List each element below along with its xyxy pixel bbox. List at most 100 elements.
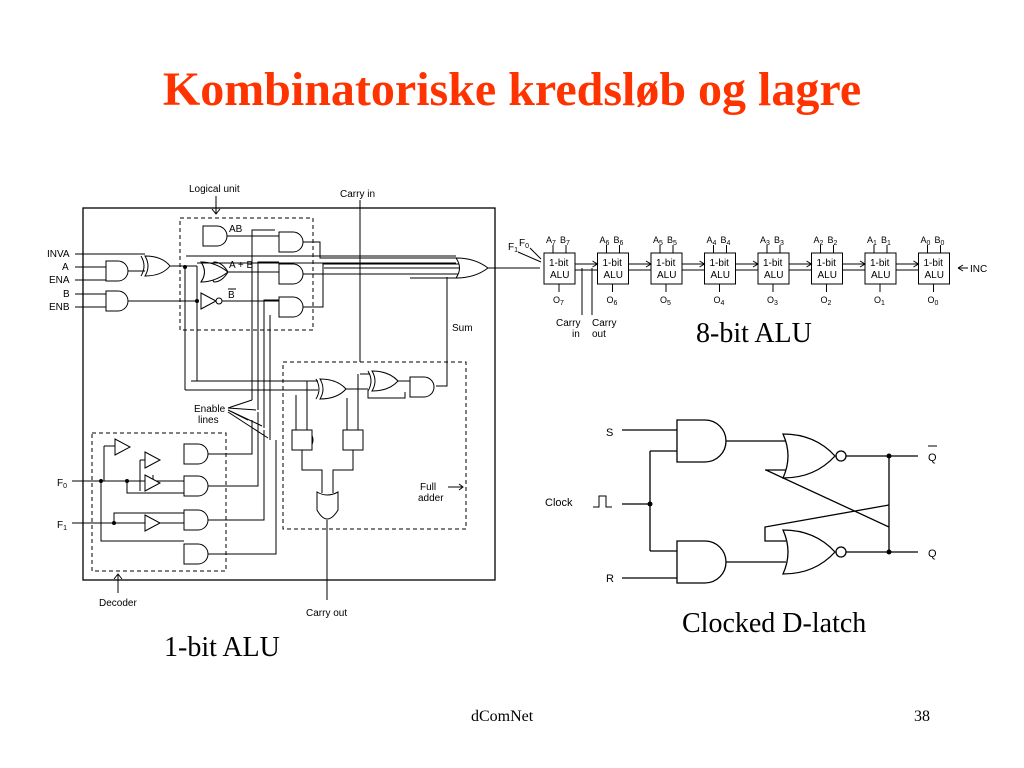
- d-latch-caption: Clocked D-latch: [682, 608, 866, 639]
- output-or-gate: [455, 257, 489, 279]
- alu8-cell-wires: [820, 245, 834, 292]
- logical-unit-arrow: [211, 196, 221, 215]
- alu8-carry-out-1: Carry: [592, 318, 616, 329]
- alu8-a-label: A3: [760, 235, 770, 247]
- lu-to-and-wires: [222, 235, 279, 302]
- alu8-carry-arrow: [699, 260, 706, 268]
- alu8-a-label: A6: [600, 235, 610, 247]
- decoder-f0: F0: [57, 478, 67, 490]
- enable-wires: [251, 229, 279, 440]
- alu8-carry-link: [628, 263, 651, 271]
- alu8-b-label: B0: [935, 235, 945, 247]
- decoder-junction-1: [99, 479, 103, 483]
- sum-wire: [436, 277, 448, 387]
- alu8-b-label: B5: [667, 235, 677, 247]
- full-adder-label-2: adder: [418, 493, 444, 504]
- decoder-and-4: [183, 543, 209, 565]
- alu8-b-label: B7: [560, 235, 570, 247]
- alu8-cell-label-1: 1-bit: [656, 258, 676, 269]
- alu8-b-label: B3: [774, 235, 784, 247]
- alu8-cell-label-2: ALU: [550, 270, 569, 281]
- alu8-cell-0: [918, 252, 950, 285]
- alu8-a-label: A4: [707, 235, 717, 247]
- carry-in-out-wires: [581, 268, 593, 315]
- page-number: 38: [914, 708, 930, 725]
- input-inva: INVA: [47, 249, 70, 260]
- nor-bottom-bubble: [835, 546, 847, 558]
- latch-r: R: [606, 573, 614, 585]
- alu8-carry-arrow: [592, 260, 599, 268]
- alu8-cell-6: [597, 252, 629, 285]
- alu8-o-label: O4: [714, 295, 725, 307]
- and-gate-b-enb: [105, 290, 129, 312]
- alu8-a-label: A2: [814, 235, 824, 247]
- enable-lines-label-2: lines: [198, 415, 219, 426]
- alu8-cell-wires: [766, 245, 781, 292]
- or-gate-carry: [316, 491, 339, 520]
- alu8-cell-wires: [927, 245, 941, 292]
- alu8-cell-wires: [713, 245, 727, 292]
- and-gate-a-ena: [105, 260, 129, 282]
- alu8-cell-label-1: 1-bit: [924, 258, 944, 269]
- enable-and-gate-2: [278, 263, 304, 285]
- alu8-carry-arrow: [645, 260, 652, 268]
- carry-wires: [295, 374, 359, 600]
- alu8-o-label: O1: [874, 295, 885, 307]
- alu8-cell-2: [811, 252, 843, 285]
- alu8-carry-out-2: out: [592, 329, 606, 340]
- or-input-wires: [303, 241, 459, 308]
- decoder-arrow: [113, 573, 123, 593]
- latch-and-gate-s: [676, 419, 727, 463]
- xor-gate-fa-2: [367, 370, 399, 392]
- decoder-not-4: [144, 514, 162, 532]
- decoder-box: [91, 432, 227, 572]
- alu8-carry-link: [682, 263, 705, 271]
- label-a-plus-b: A + B: [229, 260, 254, 271]
- input-a: A: [62, 262, 69, 273]
- lu-internal-wires: [184, 266, 198, 390]
- alu8-cell-label-2: ALU: [657, 270, 676, 281]
- alu8-carry-link: [789, 263, 812, 271]
- alu8-cell-label-1: 1-bit: [603, 258, 623, 269]
- sum-label: Sum: [452, 323, 473, 334]
- alu8-cell-label-2: ALU: [871, 270, 890, 281]
- and-gate-ab: [202, 225, 228, 247]
- decoder-not-1: [114, 438, 132, 456]
- and-gate-carry-2-box: [342, 429, 364, 451]
- alu8-carry-link: [842, 263, 865, 271]
- full-adder-label-1: Full: [420, 482, 436, 493]
- not-gate-b-bubble: [215, 297, 223, 305]
- latch-input-wires: [622, 429, 677, 579]
- decoder-and-3: [183, 509, 209, 531]
- alu8-carry-arrow: [859, 260, 866, 268]
- latch-nor-gate-top: [781, 433, 836, 479]
- one-bit-alu-caption: 1-bit ALU: [164, 632, 280, 663]
- alu8-o-label: O6: [607, 295, 618, 307]
- junction-b: [195, 299, 199, 303]
- alu8-inc: INC: [970, 264, 987, 275]
- alu8-carry-in-1: Carry: [556, 318, 580, 329]
- alu8-o-label: O0: [928, 295, 939, 307]
- enable-lines-arrows: [227, 399, 269, 439]
- alu8-f0: F0: [519, 238, 529, 250]
- alu8-cell-wires: [552, 245, 567, 292]
- slide-title: Kombinatoriske kredsløb og lagre: [162, 63, 862, 116]
- alu8-o-label: O7: [553, 295, 564, 307]
- carry-out-label: Carry out: [306, 608, 347, 619]
- xor-gate-inva: [140, 255, 171, 277]
- enable-and-gate-1: [278, 231, 304, 253]
- label-b-bar: B: [228, 290, 235, 301]
- alu8-carry-arrow: [913, 260, 920, 268]
- alu8-cell-label-1: 1-bit: [710, 258, 730, 269]
- alu8-b-label: B4: [721, 235, 731, 247]
- latch-cross-feedback: [764, 456, 890, 552]
- alu8-a-label: A5: [653, 235, 663, 247]
- alu8-carry-in-2: in: [572, 329, 580, 340]
- decoder-not-2: [144, 451, 162, 469]
- alu8-function-wires: [517, 247, 542, 263]
- latch-gate-wires: [726, 440, 918, 563]
- enable-lines-label-1: Enable: [194, 404, 226, 415]
